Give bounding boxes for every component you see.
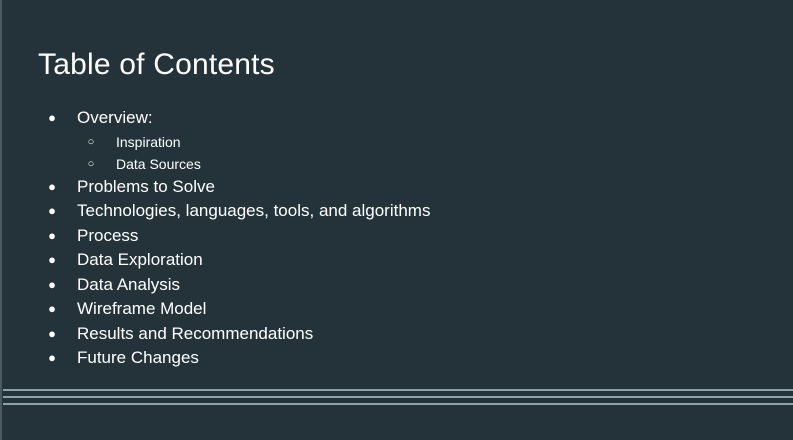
toc-item-overview: ● Overview: <box>0 106 793 131</box>
toc-item-label: Results and Recommendations <box>77 323 314 343</box>
slide-title: Table of Contents <box>38 48 275 81</box>
toc-item-label: Data Analysis <box>77 274 180 294</box>
toc-subitem-label: Inspiration <box>116 133 181 150</box>
toc-item-data-analysis: ● Data Analysis <box>0 273 793 298</box>
toc-item-wireframe-model: ● Wireframe Model <box>0 297 793 322</box>
toc-item-problems-to-solve: ● Problems to Solve <box>0 175 793 200</box>
footer-divider-line <box>3 396 793 398</box>
toc-item-label: Overview: <box>77 108 153 127</box>
slide-left-edge <box>0 0 2 440</box>
footer-divider-line <box>3 403 793 405</box>
toc-item-label: Technologies, languages, tools, and algo… <box>77 201 431 220</box>
bullet-icon: ● <box>48 252 56 267</box>
bullet-icon: ● <box>48 110 56 125</box>
bullet-icon: ● <box>48 178 56 194</box>
footer-divider-line <box>3 389 793 391</box>
toc-item-label: Process <box>77 225 139 245</box>
bullet-icon: ● <box>48 203 56 218</box>
bullet-icon: ● <box>48 276 56 292</box>
bullet-icon: ● <box>48 301 56 316</box>
hollow-bullet-icon: ○ <box>87 157 95 170</box>
toc-item-label: Future Changes <box>77 348 199 367</box>
bullet-icon: ● <box>48 227 56 243</box>
toc-item-label: Wireframe Model <box>77 299 207 318</box>
toc-item-results: ● Results and Recommendations <box>0 322 793 347</box>
toc-item-label: Data Exploration <box>77 250 203 269</box>
bullet-icon: ● <box>48 350 56 365</box>
bullet-icon: ● <box>48 325 56 341</box>
table-of-contents-list: ● Overview: ○ Inspiration ○ Data Sources… <box>0 106 793 371</box>
toc-item-technologies: ● Technologies, languages, tools, and al… <box>0 199 793 224</box>
toc-subitem-label: Data Sources <box>116 155 201 172</box>
toc-subitem-inspiration: ○ Inspiration <box>0 131 793 153</box>
toc-item-label: Problems to Solve <box>77 176 215 196</box>
toc-item-future-changes: ● Future Changes <box>0 346 793 371</box>
toc-subitem-data-sources: ○ Data Sources <box>0 153 793 175</box>
toc-item-process: ● Process <box>0 224 793 249</box>
toc-item-data-exploration: ● Data Exploration <box>0 248 793 273</box>
hollow-bullet-icon: ○ <box>87 135 95 148</box>
